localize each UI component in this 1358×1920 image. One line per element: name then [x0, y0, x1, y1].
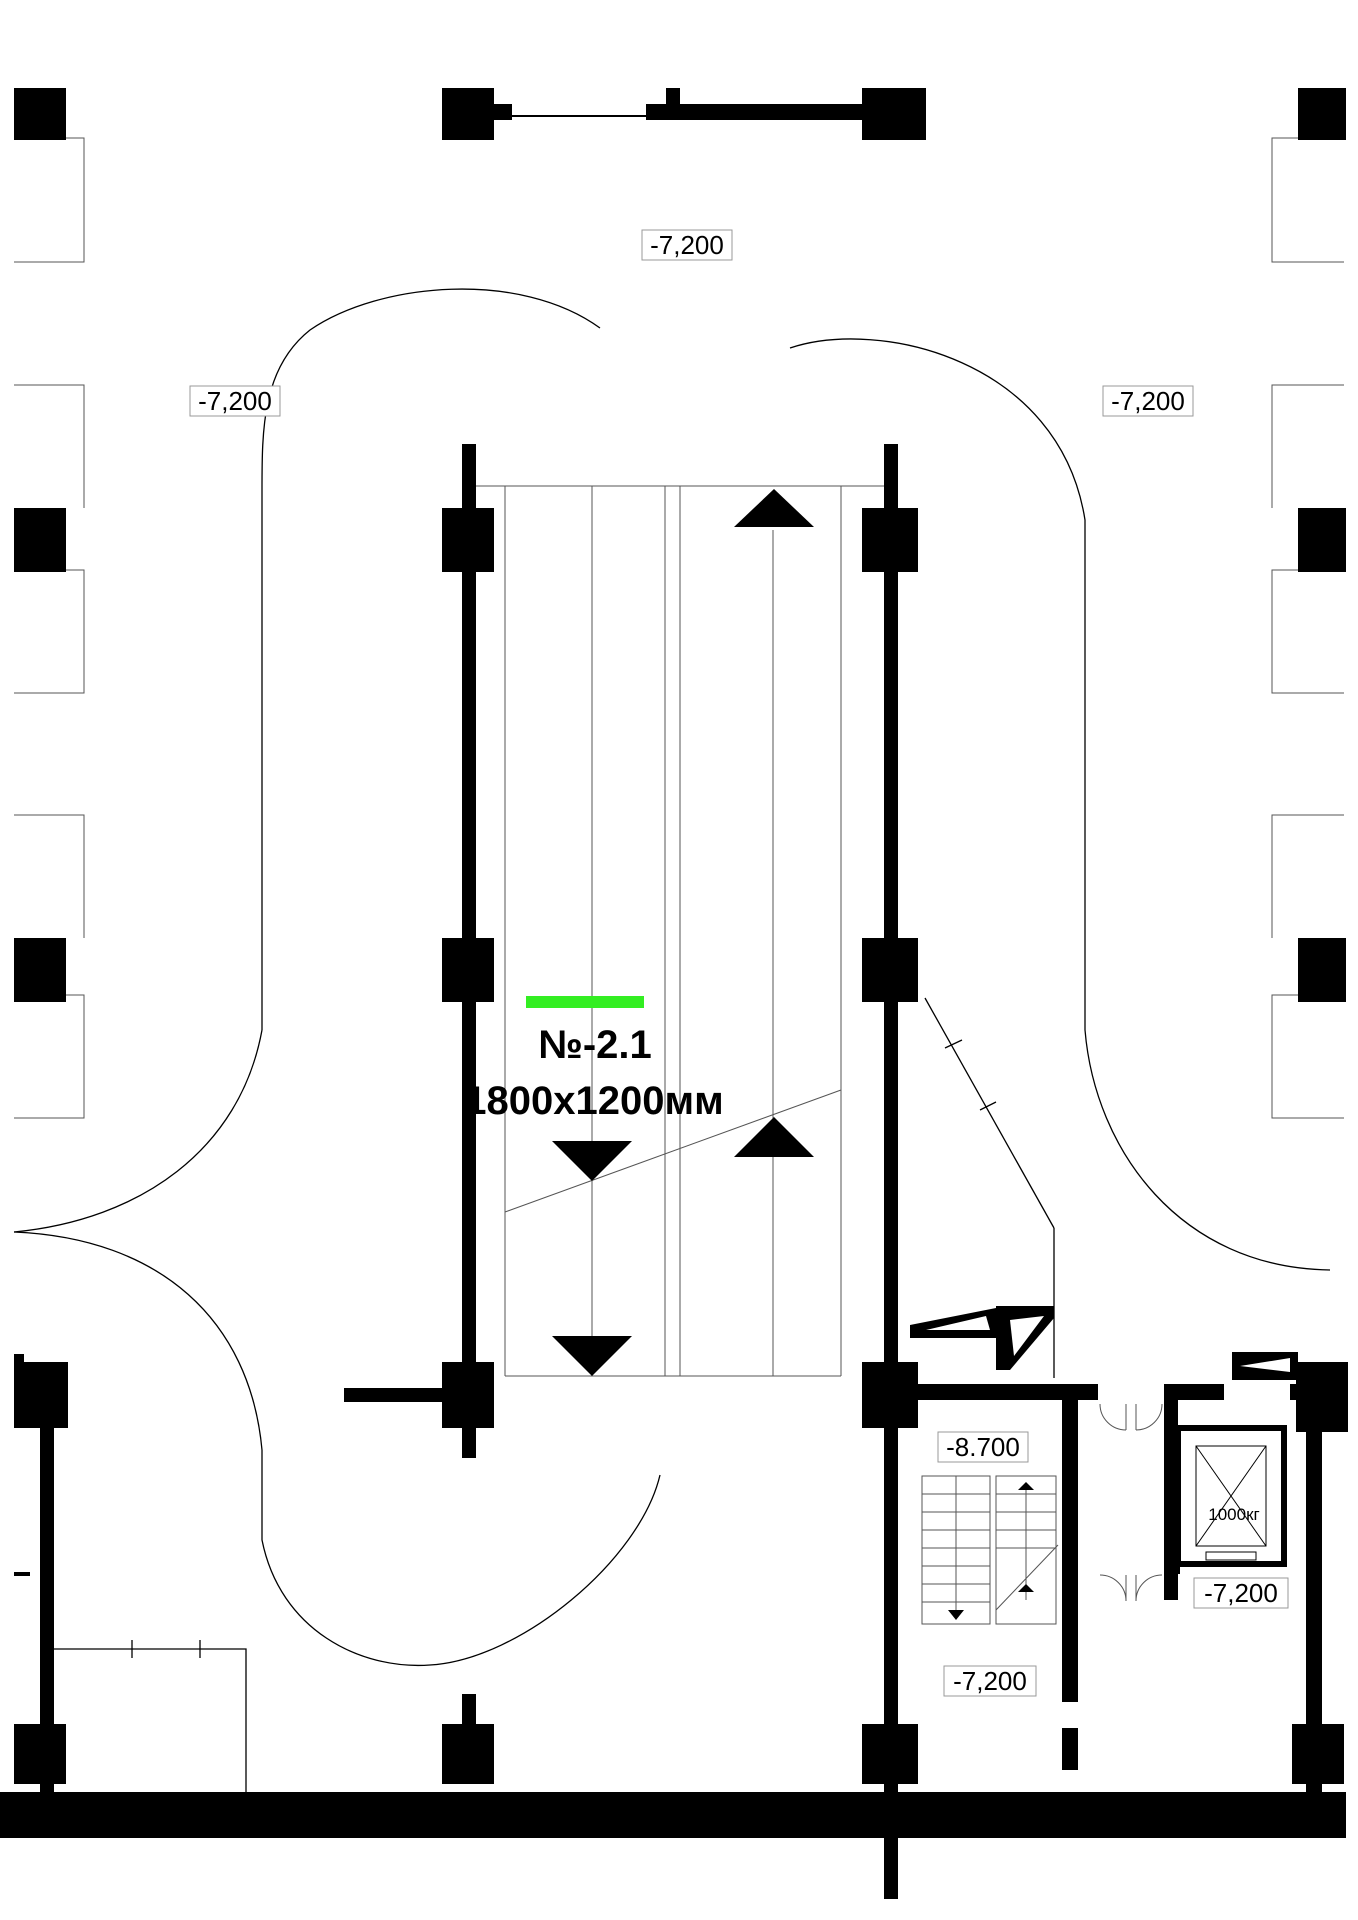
drive-lanes	[13, 288, 1331, 1667]
svg-text:-7,200: -7,200	[198, 386, 272, 416]
level-label-right: -7,200	[1102, 385, 1194, 417]
arrow-up-icon	[1018, 1482, 1034, 1490]
svg-text:-7,200: -7,200	[1111, 386, 1185, 416]
space-code: №-2.1	[538, 1023, 652, 1067]
stair-landing-marks	[910, 1306, 1298, 1380]
ramp-walls	[344, 444, 918, 1899]
arrow-down-icon	[552, 1336, 632, 1376]
bottom-left-room	[14, 1354, 247, 1794]
space-size: 1800x1200мм	[464, 1079, 723, 1123]
svg-text:-7,200: -7,200	[953, 1666, 1027, 1696]
arrow-down-icon	[552, 1141, 632, 1181]
level-label-stair-top: -8.700	[937, 1431, 1029, 1463]
service-core-walls	[898, 1362, 1348, 1800]
arrow-up-icon	[734, 489, 814, 527]
stair-approach-wall	[924, 997, 1055, 1378]
svg-text:-7,200: -7,200	[650, 230, 724, 260]
level-label-top: -7,200	[641, 229, 733, 261]
top-wall	[442, 88, 926, 140]
level-label-lobby: -7,200	[1193, 1577, 1289, 1609]
space-marker[interactable]	[526, 996, 644, 1008]
level-label-stair-bottom: -7,200	[943, 1665, 1037, 1697]
svg-text:-7,200: -7,200	[1204, 1578, 1278, 1608]
perimeter-columns	[14, 88, 1346, 1002]
bottom-wall	[0, 1792, 1346, 1838]
stair-arrows	[948, 1482, 1034, 1620]
ramp-arrows	[552, 489, 814, 1376]
elevator-capacity: 1000кг	[1208, 1505, 1259, 1524]
arrow-up-icon	[734, 1117, 814, 1157]
arrow-down-icon	[948, 1610, 964, 1620]
stair-landing-fill	[926, 1316, 1290, 1372]
level-label-left: -7,200	[189, 385, 281, 417]
stairs	[921, 1475, 1059, 1625]
doors	[1099, 1403, 1163, 1602]
arrow-up-icon	[1018, 1584, 1034, 1592]
elevator-shaft	[1175, 1425, 1287, 1567]
svg-text:-8.700: -8.700	[946, 1432, 1020, 1462]
ramp	[466, 485, 890, 1377]
